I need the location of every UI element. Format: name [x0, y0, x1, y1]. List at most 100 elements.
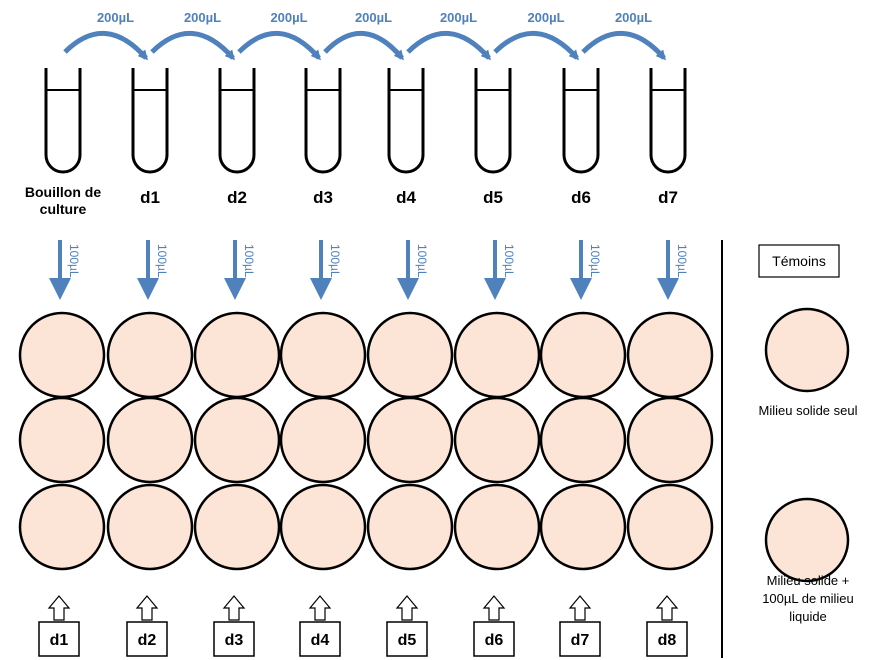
plating-arrow-head: [484, 278, 506, 300]
well: [106, 483, 194, 571]
column-label-box: [213, 621, 255, 657]
plating-volume-label: 100µL: [242, 244, 256, 278]
tube-d4: [387, 68, 425, 174]
well: [453, 396, 541, 484]
well: [453, 311, 541, 399]
plating-volume-label: 100µL: [415, 244, 429, 278]
column-up-arrow: [135, 595, 159, 621]
transfer-arrow: [63, 30, 148, 61]
control-label-line: liquide: [789, 609, 827, 624]
well: [626, 311, 714, 399]
tube-label-d7: d7: [658, 188, 678, 207]
tube-d1: [131, 68, 169, 174]
well: [279, 483, 367, 571]
column-labels: d1 d2 d3 d4 d5 d6 d7 d8: [38, 595, 688, 657]
column-label-box: [126, 621, 168, 657]
well: [106, 311, 194, 399]
plating-arrow-head: [310, 278, 332, 300]
control-label: Milieu solide seul: [759, 403, 858, 418]
plating-arrow-head: [137, 278, 159, 300]
control-label-line: Milieu solide seul: [759, 403, 858, 418]
well: [193, 483, 281, 571]
transfer-arrow: [406, 30, 491, 61]
column-label-d6: d6: [485, 632, 504, 649]
well: [193, 396, 281, 484]
column-up-arrow: [308, 595, 332, 621]
well: [626, 483, 714, 571]
column-up-arrow: [568, 595, 592, 621]
column-label-box: [559, 621, 601, 657]
column-label-d8: d8: [658, 632, 677, 649]
plating-volume-label: 100µL: [328, 244, 342, 278]
well: [279, 311, 367, 399]
well: [366, 483, 454, 571]
plating-volume-label: 100µL: [502, 244, 516, 278]
transfer-volume-label: 200µL: [270, 10, 307, 25]
well: [366, 396, 454, 484]
tube-d7: [649, 68, 687, 174]
column-label-d1: d1: [50, 632, 69, 649]
plating-arrow-head: [657, 278, 679, 300]
plating-arrow-head: [397, 278, 419, 300]
plating-arrow-head: [49, 278, 71, 300]
well: [626, 396, 714, 484]
plating-volume-label: 100µL: [67, 244, 81, 278]
well: [106, 396, 194, 484]
source-label-line: Bouillon de: [25, 184, 101, 200]
column-up-arrow: [222, 595, 246, 621]
column-up-arrow: [47, 595, 71, 621]
well: [539, 396, 627, 484]
column-label-d4: d4: [311, 632, 330, 649]
plate-wells: [18, 311, 714, 571]
well: [18, 483, 106, 571]
plating-arrow-head: [570, 278, 592, 300]
column-label-d5: d5: [398, 632, 417, 649]
tube-label-d5: d5: [483, 188, 503, 207]
tube-d6: [562, 68, 600, 174]
control-well: [764, 497, 850, 583]
well: [279, 396, 367, 484]
control-label-line: Milieu solide +: [767, 573, 850, 588]
tube-label-d3: d3: [313, 188, 333, 207]
transfer-volume-label: 200µL: [97, 10, 134, 25]
controls-title-box: [758, 244, 840, 278]
transfer-arrow: [323, 30, 404, 61]
tube-d3: [304, 68, 342, 174]
control-well: [764, 307, 850, 393]
column-label-d2: d2: [138, 632, 157, 649]
column-label-box: [473, 621, 515, 657]
plating-arrow-head: [224, 278, 246, 300]
control-label-line: 100µL de milieu: [762, 591, 854, 606]
transfer-volume-label: 200µL: [615, 10, 652, 25]
column-label-d7: d7: [571, 632, 590, 649]
transfer-arrow: [493, 30, 579, 61]
tube-label-d6: d6: [571, 188, 591, 207]
column-up-arrow: [482, 595, 506, 621]
plating-volume-label: 100µL: [155, 244, 169, 278]
well: [193, 311, 281, 399]
column-label-box: [386, 621, 428, 657]
transfer-arrow: [581, 30, 666, 61]
well: [18, 396, 106, 484]
column-label-d3: d3: [225, 632, 244, 649]
well: [539, 483, 627, 571]
column-up-arrow: [395, 595, 419, 621]
source-label-line: culture: [40, 201, 87, 217]
plating-volume-label: 100µL: [588, 244, 602, 278]
tube-label-d2: d2: [227, 188, 247, 207]
transfer-volume-label: 200µL: [355, 10, 392, 25]
well: [366, 311, 454, 399]
well: [453, 483, 541, 571]
transfer-volume-label: 200µL: [440, 10, 477, 25]
column-up-arrow: [655, 595, 679, 621]
column-label-box: [646, 621, 688, 657]
controls-title: Témoins: [772, 253, 826, 269]
source-tube: [44, 68, 82, 174]
transfer-arrow: [150, 30, 235, 61]
